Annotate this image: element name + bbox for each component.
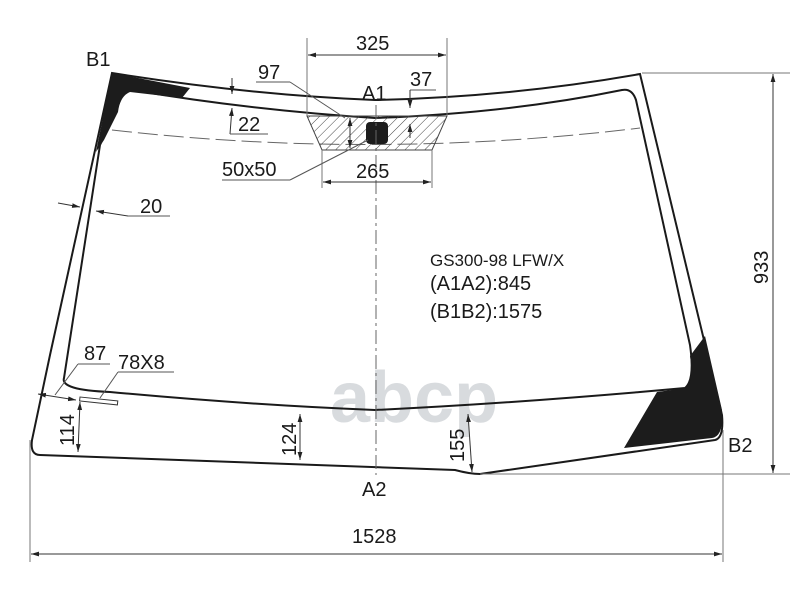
dim-1528-label: 1528 [352, 526, 397, 548]
dim-50x50-label: 50x50 [222, 159, 277, 181]
dim-87-label: 87 [84, 343, 106, 365]
measurement-b1b2: (B1B2):1575 [430, 301, 542, 323]
point-b1-label: B1 [86, 49, 110, 71]
dim-933-label: 933 [751, 251, 773, 284]
dim-114-label: 114 [57, 414, 79, 446]
part-code: GS300-98 LFW/X [430, 251, 564, 270]
dim-265-label: 265 [356, 161, 389, 183]
measurement-a1a2: (A1A2):845 [430, 273, 531, 295]
dim-97-label: 97 [258, 62, 280, 84]
dim-22-label: 22 [238, 114, 260, 136]
dim-124-label: 124 [279, 423, 301, 456]
vin-window [79, 396, 119, 406]
watermark-logo: abcp [330, 358, 498, 438]
glass-outer-edge [30, 71, 724, 476]
point-b2-label: B2 [728, 435, 752, 457]
b2-black-corner [624, 336, 723, 448]
dim-155-label: 155 [447, 429, 469, 462]
dim-325-label: 325 [356, 33, 389, 55]
point-a2-label: A2 [362, 479, 386, 501]
sensor-square [366, 122, 388, 144]
dim-20-label: 20 [140, 196, 162, 218]
dim-37-label: 37 [410, 69, 432, 91]
point-a1-label: A1 [362, 83, 386, 105]
dim-78x8-label: 78X8 [118, 352, 165, 374]
b1-black-corner [96, 73, 190, 152]
